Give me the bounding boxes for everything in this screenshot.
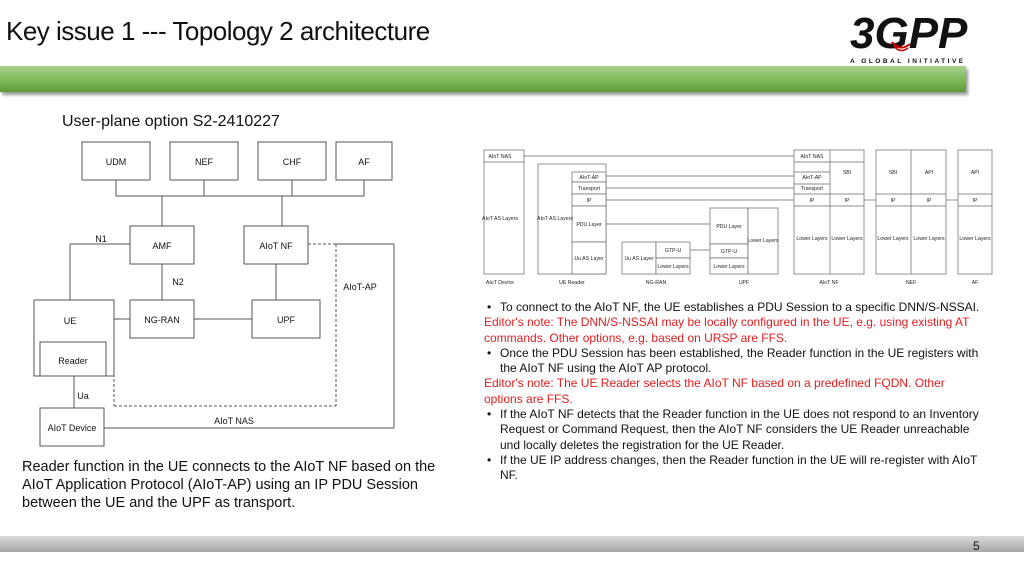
stack-aiot-as-left: AIoT AS Layers xyxy=(482,216,518,222)
logo-text: 3GPP xyxy=(850,9,968,58)
chf-label: CHF xyxy=(283,157,302,167)
stack-api-nef: API xyxy=(925,170,933,176)
stack-lower-af: Lower Layers xyxy=(959,236,991,242)
stack-lower-upf: Lower Layers xyxy=(713,264,745,270)
stack-lower-nf: Lower Layers xyxy=(796,236,828,242)
editors-note: Editor's note: The UE Reader selects the… xyxy=(484,376,945,406)
stack-lower-upf2: Lower Layers xyxy=(747,238,779,244)
stack-api-af: API xyxy=(971,170,979,176)
note-bullet: To connect to the AIoT NF, the UE establ… xyxy=(484,300,984,316)
stack-gtp-upf: GTP-U xyxy=(721,249,737,255)
nef-label: NEF xyxy=(195,157,214,167)
stack-ip-ue: IP xyxy=(587,198,592,204)
upf-label: UPF xyxy=(277,315,296,325)
ua-label: Ua xyxy=(77,391,89,401)
stack-label-device: AIoT Device xyxy=(486,280,514,286)
subtitle: User-plane option S2-2410227 xyxy=(62,113,280,130)
stack-uu-ue: Uu AS Layer xyxy=(574,256,603,262)
stack-aiot-ap-left: AIoT-AP xyxy=(579,175,599,181)
diagram-caption: Reader function in the UE connects to th… xyxy=(22,459,436,511)
stack-lower-nef: Lower Layers xyxy=(877,236,909,242)
ue-label: UE xyxy=(64,316,77,326)
3gpp-logo: 3GPP xyxy=(850,9,968,58)
notes-list: To connect to the AIoT NF, the UE establ… xyxy=(484,300,984,484)
stack-aiot-nas-left: AIoT NAS xyxy=(489,154,513,160)
stack-label-ran: NG-RAN xyxy=(646,280,667,286)
stack-ip-nef2: IP xyxy=(927,198,932,204)
aiot-nas-label: AIoT NAS xyxy=(214,416,254,426)
af-label: AF xyxy=(358,157,370,167)
stack-label-nf: AIoT NF xyxy=(819,280,838,286)
stack-uu-ran: Uu AS Layer xyxy=(624,256,653,262)
note-bullet: If the AIoT NF detects that the Reader f… xyxy=(484,407,984,453)
stack-aiot-ap-right: AIoT-AP xyxy=(802,175,822,181)
stack-aiot-as-ue: AIoT AS Layers xyxy=(537,216,573,222)
stack-label-upf: UPF xyxy=(739,280,749,286)
stack-ip-nf2: IP xyxy=(845,198,850,204)
stack-label-nef: NEF xyxy=(906,280,916,286)
aiot-device-label: AIoT Device xyxy=(48,423,97,433)
logo-tagline: A GLOBAL INITIATIVE xyxy=(850,58,966,65)
stack-pdu-upf: PDU Layer xyxy=(716,224,742,230)
aiot-ap-label: AIoT-AP xyxy=(343,282,377,292)
footer-bar xyxy=(0,536,1024,552)
ng-ran-label: NG-RAN xyxy=(144,315,180,325)
n1-label: N1 xyxy=(95,234,107,244)
stack-lower-nf2: Lower Layers xyxy=(831,236,863,242)
stack-ip-af: IP xyxy=(973,198,978,204)
protocol-stack-diagram: AIoT NAS AIoT NAS AIoT-AP AIoT-AP Transp… xyxy=(482,149,993,286)
header-divider-bar xyxy=(0,66,966,92)
editors-note: Editor's note: The DNN/S-NSSAI may be lo… xyxy=(484,315,970,345)
stack-aiot-nas-right: AIoT NAS xyxy=(801,154,825,160)
page-number: 5 xyxy=(973,539,980,553)
stack-lower-nef2: Lower Layers xyxy=(913,236,945,242)
slide-title: Key issue 1 --- Topology 2 architecture xyxy=(6,16,430,46)
stack-label-af: AF xyxy=(972,280,979,286)
architecture-diagram: UDM NEF CHF AF AMF AIoT NF NG-RAN UPF UE… xyxy=(33,141,395,447)
stack-sbi-nef: SBI xyxy=(889,170,897,176)
stack-gtp-ran: GTP-U xyxy=(665,248,681,254)
stack-transport-right: Transport xyxy=(801,186,824,192)
stack-lower-ran: Lower Layers xyxy=(657,264,689,270)
aiot-nf-label: AIoT NF xyxy=(259,241,293,251)
stack-sbi: SBI xyxy=(843,170,851,176)
amf-label: AMF xyxy=(153,241,173,251)
stack-transport-left: Transport xyxy=(578,186,601,192)
n2-label: N2 xyxy=(172,277,184,287)
stack-ip-nf: IP xyxy=(810,198,815,204)
stack-ip-nef: IP xyxy=(891,198,896,204)
stack-pdu-ue: PDU Layer xyxy=(576,222,602,228)
note-bullet: If the UE IP address changes, then the R… xyxy=(484,453,984,484)
stack-label-ue: UE Reader xyxy=(559,280,585,286)
note-bullet: Once the PDU Session has been establishe… xyxy=(484,346,984,377)
udm-label: UDM xyxy=(106,157,127,167)
reader-label: Reader xyxy=(58,356,88,366)
